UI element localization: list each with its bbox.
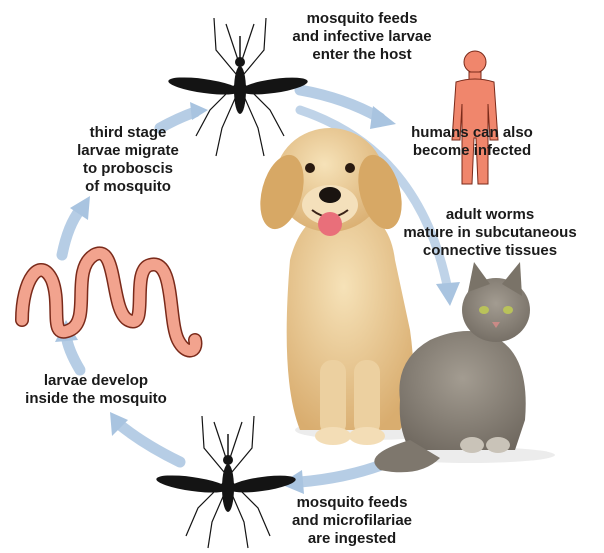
- label-mosquito-feeds-top: mosquito feeds and infective larvae ente…: [272, 10, 452, 64]
- arrow-to-third-stage: [62, 210, 80, 255]
- label-larvae-develop: larvae develop inside the mosquito: [4, 372, 188, 408]
- human-icon: [452, 51, 498, 184]
- label-third-stage: third stage larvae migrate to proboscis …: [68, 124, 188, 196]
- label-mosquito-feeds-bottom: mosquito feeds and microfilariae are ing…: [262, 494, 442, 548]
- arrow-head-top-mosquito: [190, 102, 208, 120]
- label-adult-worms: adult worms mature in subcutaneous conne…: [384, 206, 596, 260]
- arrow-to-larvae-develop: [120, 425, 180, 462]
- worm-icon: [22, 253, 195, 350]
- arrow-head-adult: [436, 282, 460, 306]
- label-humans-infected: humans can also become infected: [392, 124, 552, 160]
